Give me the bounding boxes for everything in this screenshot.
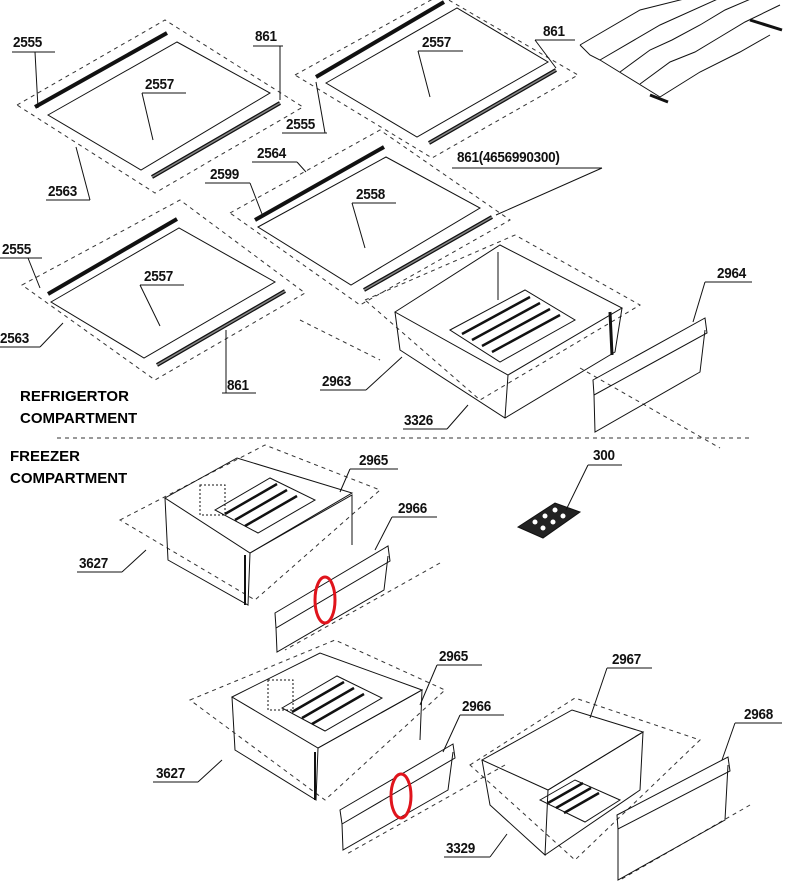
highlight-ellipse-1 bbox=[313, 575, 337, 625]
highlight-ellipse-2 bbox=[389, 772, 413, 820]
part-label: 2963 bbox=[322, 373, 351, 390]
part-label: 2964 bbox=[717, 265, 746, 282]
part-label: 2563 bbox=[48, 183, 77, 200]
shelf-2 bbox=[314, 0, 557, 145]
part-label: 2563 bbox=[0, 330, 29, 347]
part-label: 2599 bbox=[210, 166, 239, 183]
crisper-drawer bbox=[394, 244, 624, 419]
part-label: 2558 bbox=[356, 186, 385, 203]
part-label: 2557 bbox=[422, 34, 451, 51]
wine-rack bbox=[579, 0, 783, 104]
part-label: 861 bbox=[543, 23, 565, 40]
part-label: 3627 bbox=[79, 555, 108, 572]
part-label: 2557 bbox=[144, 268, 173, 285]
part-label: 2557 bbox=[145, 76, 174, 93]
shelf-3 bbox=[254, 145, 493, 292]
part-label: 2555 bbox=[2, 241, 31, 258]
part-label: 861 bbox=[255, 28, 277, 45]
freezer-section-title: FREEZER COMPARTMENT bbox=[10, 446, 127, 490]
freezer-drawer-3 bbox=[480, 709, 645, 857]
freezer-drawer-2 bbox=[230, 652, 424, 801]
freezer-drawer-1 bbox=[164, 457, 354, 606]
refrigerator-title-line2: COMPARTMENT bbox=[20, 410, 138, 427]
part-label: 2564 bbox=[257, 145, 286, 162]
freezer-title-line2: COMPARTMENT bbox=[10, 470, 128, 487]
dashed-outlines bbox=[16, 0, 752, 881]
part-label: 2966 bbox=[398, 500, 427, 517]
freezer-title-line1: FREEZER bbox=[10, 448, 81, 465]
part-label: 2966 bbox=[462, 698, 491, 715]
part-label: 2965 bbox=[359, 452, 388, 469]
part-label: 3326 bbox=[404, 412, 433, 429]
leader-lines bbox=[0, 39, 782, 858]
freezer-front-3 bbox=[616, 756, 731, 881]
refrigerator-title-line1: REFRIGERTOR bbox=[20, 388, 129, 405]
part-label: 2555 bbox=[286, 116, 315, 133]
part-label: 300 bbox=[593, 447, 615, 464]
freezer-front-2 bbox=[339, 743, 456, 851]
part-label: 3329 bbox=[446, 840, 475, 857]
part-label: 2968 bbox=[744, 706, 773, 723]
part-label: 861 bbox=[227, 377, 249, 394]
ice-tray bbox=[516, 502, 582, 539]
crisper-cover bbox=[592, 317, 708, 433]
refrigerator-section-title: REFRIGERTOR COMPARTMENT bbox=[20, 386, 137, 430]
shelf-1 bbox=[34, 31, 282, 179]
part-label: 2555 bbox=[13, 34, 42, 51]
freezer-front-1 bbox=[274, 545, 391, 653]
part-label: 2967 bbox=[612, 651, 641, 668]
part-label: 861(4656990300) bbox=[457, 149, 560, 166]
part-label: 2965 bbox=[439, 648, 468, 665]
shelf-4 bbox=[46, 217, 287, 367]
part-label: 3627 bbox=[156, 765, 185, 782]
